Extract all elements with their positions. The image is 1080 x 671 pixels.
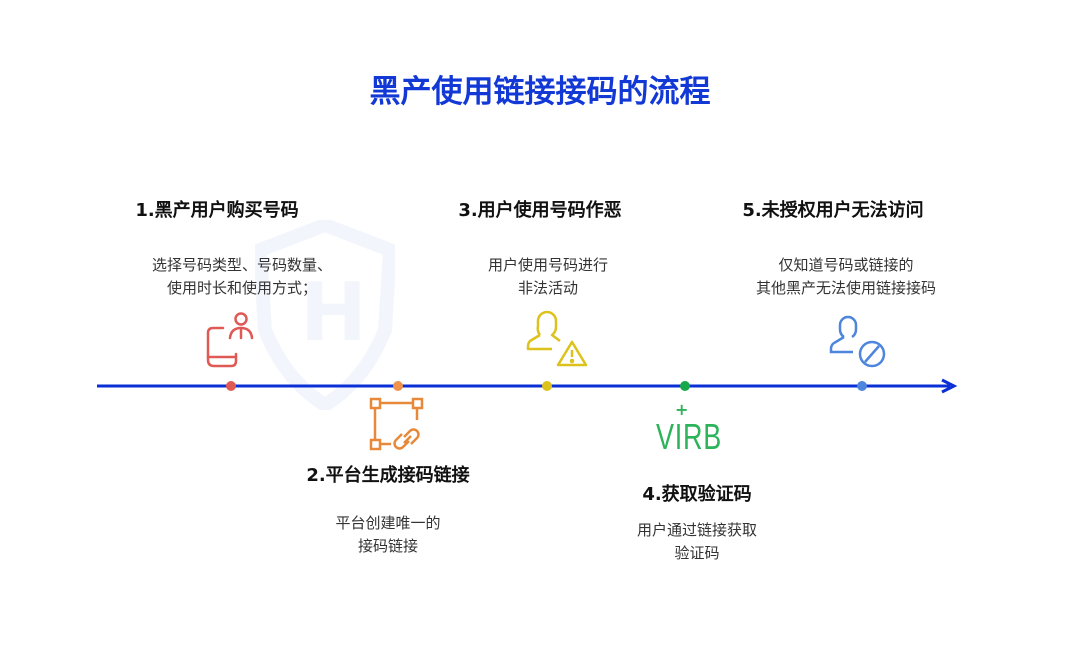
timeline-dot-step1 [226, 381, 236, 391]
verification-code-icon: + VIRB [656, 400, 723, 458]
timeline-dot-step4 [680, 381, 690, 391]
arrow-head-icon [941, 378, 958, 394]
timeline-dot-step2 [393, 381, 403, 391]
step3-heading: 3.用户使用号码作恶 [458, 200, 622, 221]
step1-heading: 1.黑产用户购买号码 [135, 200, 299, 221]
step5-heading: 5.未授权用户无法访问 [742, 200, 924, 221]
step5-description: 仅知道号码或链接的其他黑产无法使用链接接码 [755, 256, 936, 297]
user-blocked-icon [829, 315, 886, 368]
step3-description: 用户使用号码进行非法活动 [487, 256, 608, 297]
watermark-logo: H [255, 220, 815, 410]
svg-text:H: H [300, 266, 367, 359]
link-frame-icon [369, 397, 424, 451]
step4-heading: 4.获取验证码 [642, 484, 752, 505]
step4-description: 用户通过链接获取验证码 [636, 521, 757, 562]
user-warning-icon [526, 310, 588, 367]
phone-user-icon [206, 312, 254, 368]
step2-description: 平台创建唯一的接码链接 [335, 514, 441, 555]
step1-description: 选择号码类型、号码数量、使用时长和使用方式； [151, 256, 332, 297]
step2-heading: 2.平台生成接码链接 [306, 465, 470, 486]
page-title: 黑产使用链接接码的流程 [369, 74, 711, 110]
timeline-dot-step3 [542, 381, 552, 391]
timeline-dot-step5 [857, 381, 867, 391]
